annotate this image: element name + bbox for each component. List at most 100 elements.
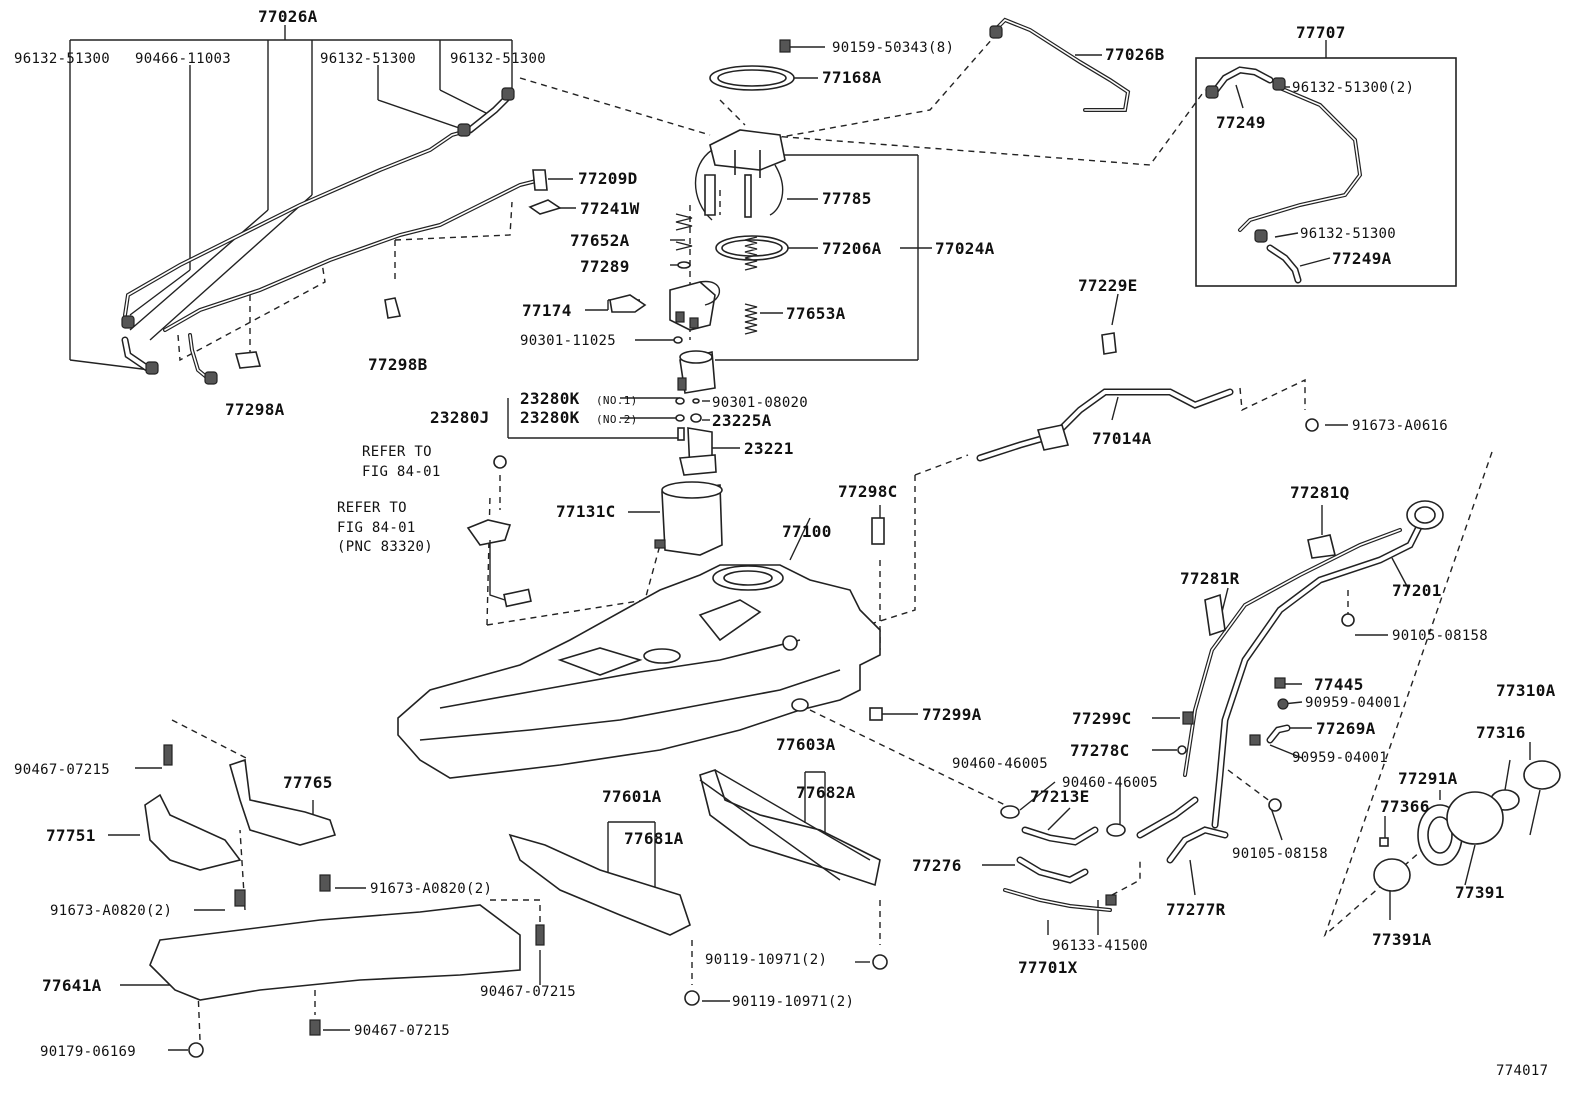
- label-77241W: 77241W: [580, 199, 640, 218]
- label-90460-46005-b: 90460-46005: [1062, 775, 1158, 791]
- label-96132-51300-2: 96132-51300(2): [1292, 80, 1414, 96]
- label-91673-A0820-2b: 91673-A0820(2): [50, 903, 172, 919]
- label-77276: 77276: [912, 856, 962, 875]
- protectors-and-bands: [144, 517, 888, 1058]
- label-90959-04001-a: 90959-04001: [1305, 695, 1401, 711]
- label-90301-11025: 90301-11025: [520, 333, 616, 349]
- label-90105-08158-a: 90105-08158: [1392, 628, 1488, 644]
- label-23280J: 23280J: [430, 408, 490, 427]
- label-90119-10971-a: 90119-10971(2): [705, 952, 827, 968]
- label-90466-11003: 90466-11003: [135, 51, 231, 67]
- label-77249A: 77249A: [1332, 249, 1392, 268]
- label-77316: 77316: [1476, 723, 1526, 742]
- label-77014A: 77014A: [1092, 429, 1152, 448]
- label-96132-51300-c: 96132-51300: [450, 51, 546, 67]
- label-23280K-1: 23280K: [520, 389, 580, 408]
- label-77391: 77391: [1455, 883, 1505, 902]
- label-77281Q: 77281Q: [1290, 483, 1350, 502]
- label-77209D: 77209D: [578, 169, 638, 188]
- label-96133-41500: 96133-41500: [1052, 938, 1148, 954]
- label-90119-10971-b: 90119-10971(2): [732, 994, 854, 1010]
- fuel-tank: [397, 564, 881, 779]
- label-77601A: 77601A: [602, 787, 662, 806]
- diagram-id: 774017: [1496, 1063, 1548, 1079]
- label-77026A: 77026A: [258, 7, 318, 26]
- label-77201: 77201: [1392, 581, 1442, 600]
- evap-hoses-left: [121, 87, 562, 385]
- dashed-reference-lines: [171, 29, 1493, 1041]
- label-no2: (NO.2): [596, 413, 638, 426]
- refer-pnc: (PNC 83320): [337, 539, 433, 555]
- label-77641A: 77641A: [42, 976, 102, 995]
- label-77765: 77765: [283, 773, 333, 792]
- label-77445: 77445: [1314, 675, 1364, 694]
- refer-to-b: REFER TO: [337, 500, 407, 516]
- label-96132-51300-b: 96132-51300: [320, 51, 416, 67]
- label-77281R: 77281R: [1180, 569, 1240, 588]
- label-91673-A0820-2a: 91673-A0820(2): [370, 881, 492, 897]
- label-90467-07215-b: 90467-07215: [480, 984, 576, 1000]
- label-90467-07215-a: 90467-07215: [14, 762, 110, 778]
- label-90460-46005-a: 90460-46005: [952, 756, 1048, 772]
- label-77391A: 77391A: [1372, 930, 1432, 949]
- label-77249: 77249: [1216, 113, 1266, 132]
- fuel-cap-parts: [1373, 760, 1561, 892]
- label-96132-51300-d: 96132-51300: [1300, 226, 1396, 242]
- fuel-filler-pipe-77201: [1136, 500, 1444, 864]
- label-77269A: 77269A: [1316, 719, 1376, 738]
- label-77299A: 77299A: [922, 705, 982, 724]
- refer-fig-a: FIG 84-01: [362, 464, 441, 480]
- fuel-sender-gauge: [466, 455, 532, 608]
- label-77174: 77174: [522, 301, 572, 320]
- fuel-inlet-hose-77014A: [976, 332, 1319, 462]
- label-77289: 77289: [580, 257, 630, 276]
- label-77298B: 77298B: [368, 355, 428, 374]
- label-77278C: 77278C: [1070, 741, 1130, 760]
- label-77751: 77751: [46, 826, 96, 845]
- label-77229E: 77229E: [1078, 276, 1138, 295]
- label-77707: 77707: [1296, 23, 1346, 42]
- label-77168A: 77168A: [822, 68, 882, 87]
- label-96132-51300-a: 96132-51300: [14, 51, 110, 67]
- part-labels: 77026A 96132-51300 90466-11003 96132-513…: [14, 7, 1556, 1079]
- label-77291A: 77291A: [1398, 769, 1458, 788]
- label-77206A: 77206A: [822, 239, 882, 258]
- label-77131C: 77131C: [556, 502, 616, 521]
- label-77298C: 77298C: [838, 482, 898, 501]
- label-77603A: 77603A: [776, 735, 836, 754]
- refer-fig-b: FIG 84-01: [337, 520, 416, 536]
- label-77024A: 77024A: [935, 239, 995, 258]
- label-77653A: 77653A: [786, 304, 846, 323]
- label-23221: 23221: [744, 439, 794, 458]
- label-77681A: 77681A: [624, 829, 684, 848]
- label-77299C: 77299C: [1072, 709, 1132, 728]
- label-77366: 77366: [1380, 797, 1430, 816]
- label-90179-06169: 90179-06169: [40, 1044, 136, 1060]
- label-90301-08020: 90301-08020: [712, 395, 808, 411]
- label-91673-A0616: 91673-A0616: [1352, 418, 1448, 434]
- label-90959-04001-b: 90959-04001: [1292, 750, 1388, 766]
- label-77682A: 77682A: [796, 783, 856, 802]
- label-77298A: 77298A: [225, 400, 285, 419]
- refer-to-a: REFER TO: [362, 444, 432, 460]
- label-90467-07215-c: 90467-07215: [354, 1023, 450, 1039]
- label-77026B: 77026B: [1105, 45, 1165, 64]
- label-77701X: 77701X: [1018, 958, 1078, 977]
- label-90105-08158-b: 90105-08158: [1232, 846, 1328, 862]
- label-77785: 77785: [822, 189, 872, 208]
- label-77652A: 77652A: [570, 231, 630, 250]
- label-77310A: 77310A: [1496, 681, 1556, 700]
- label-77100: 77100: [782, 522, 832, 541]
- fuel-pump-assembly: [609, 65, 795, 556]
- evap-hose-77707: [1205, 66, 1363, 284]
- evap-hose-77026B: [779, 17, 1131, 112]
- label-77213E: 77213E: [1030, 787, 1090, 806]
- label-23225A: 23225A: [712, 411, 772, 430]
- label-23280K-2: 23280K: [520, 408, 580, 427]
- label-77277R: 77277R: [1166, 900, 1226, 919]
- filler-hoses-77213E: [1000, 805, 1126, 912]
- label-no1: (NO.1): [596, 394, 638, 407]
- label-90159-50343: 90159-50343(8): [832, 40, 954, 56]
